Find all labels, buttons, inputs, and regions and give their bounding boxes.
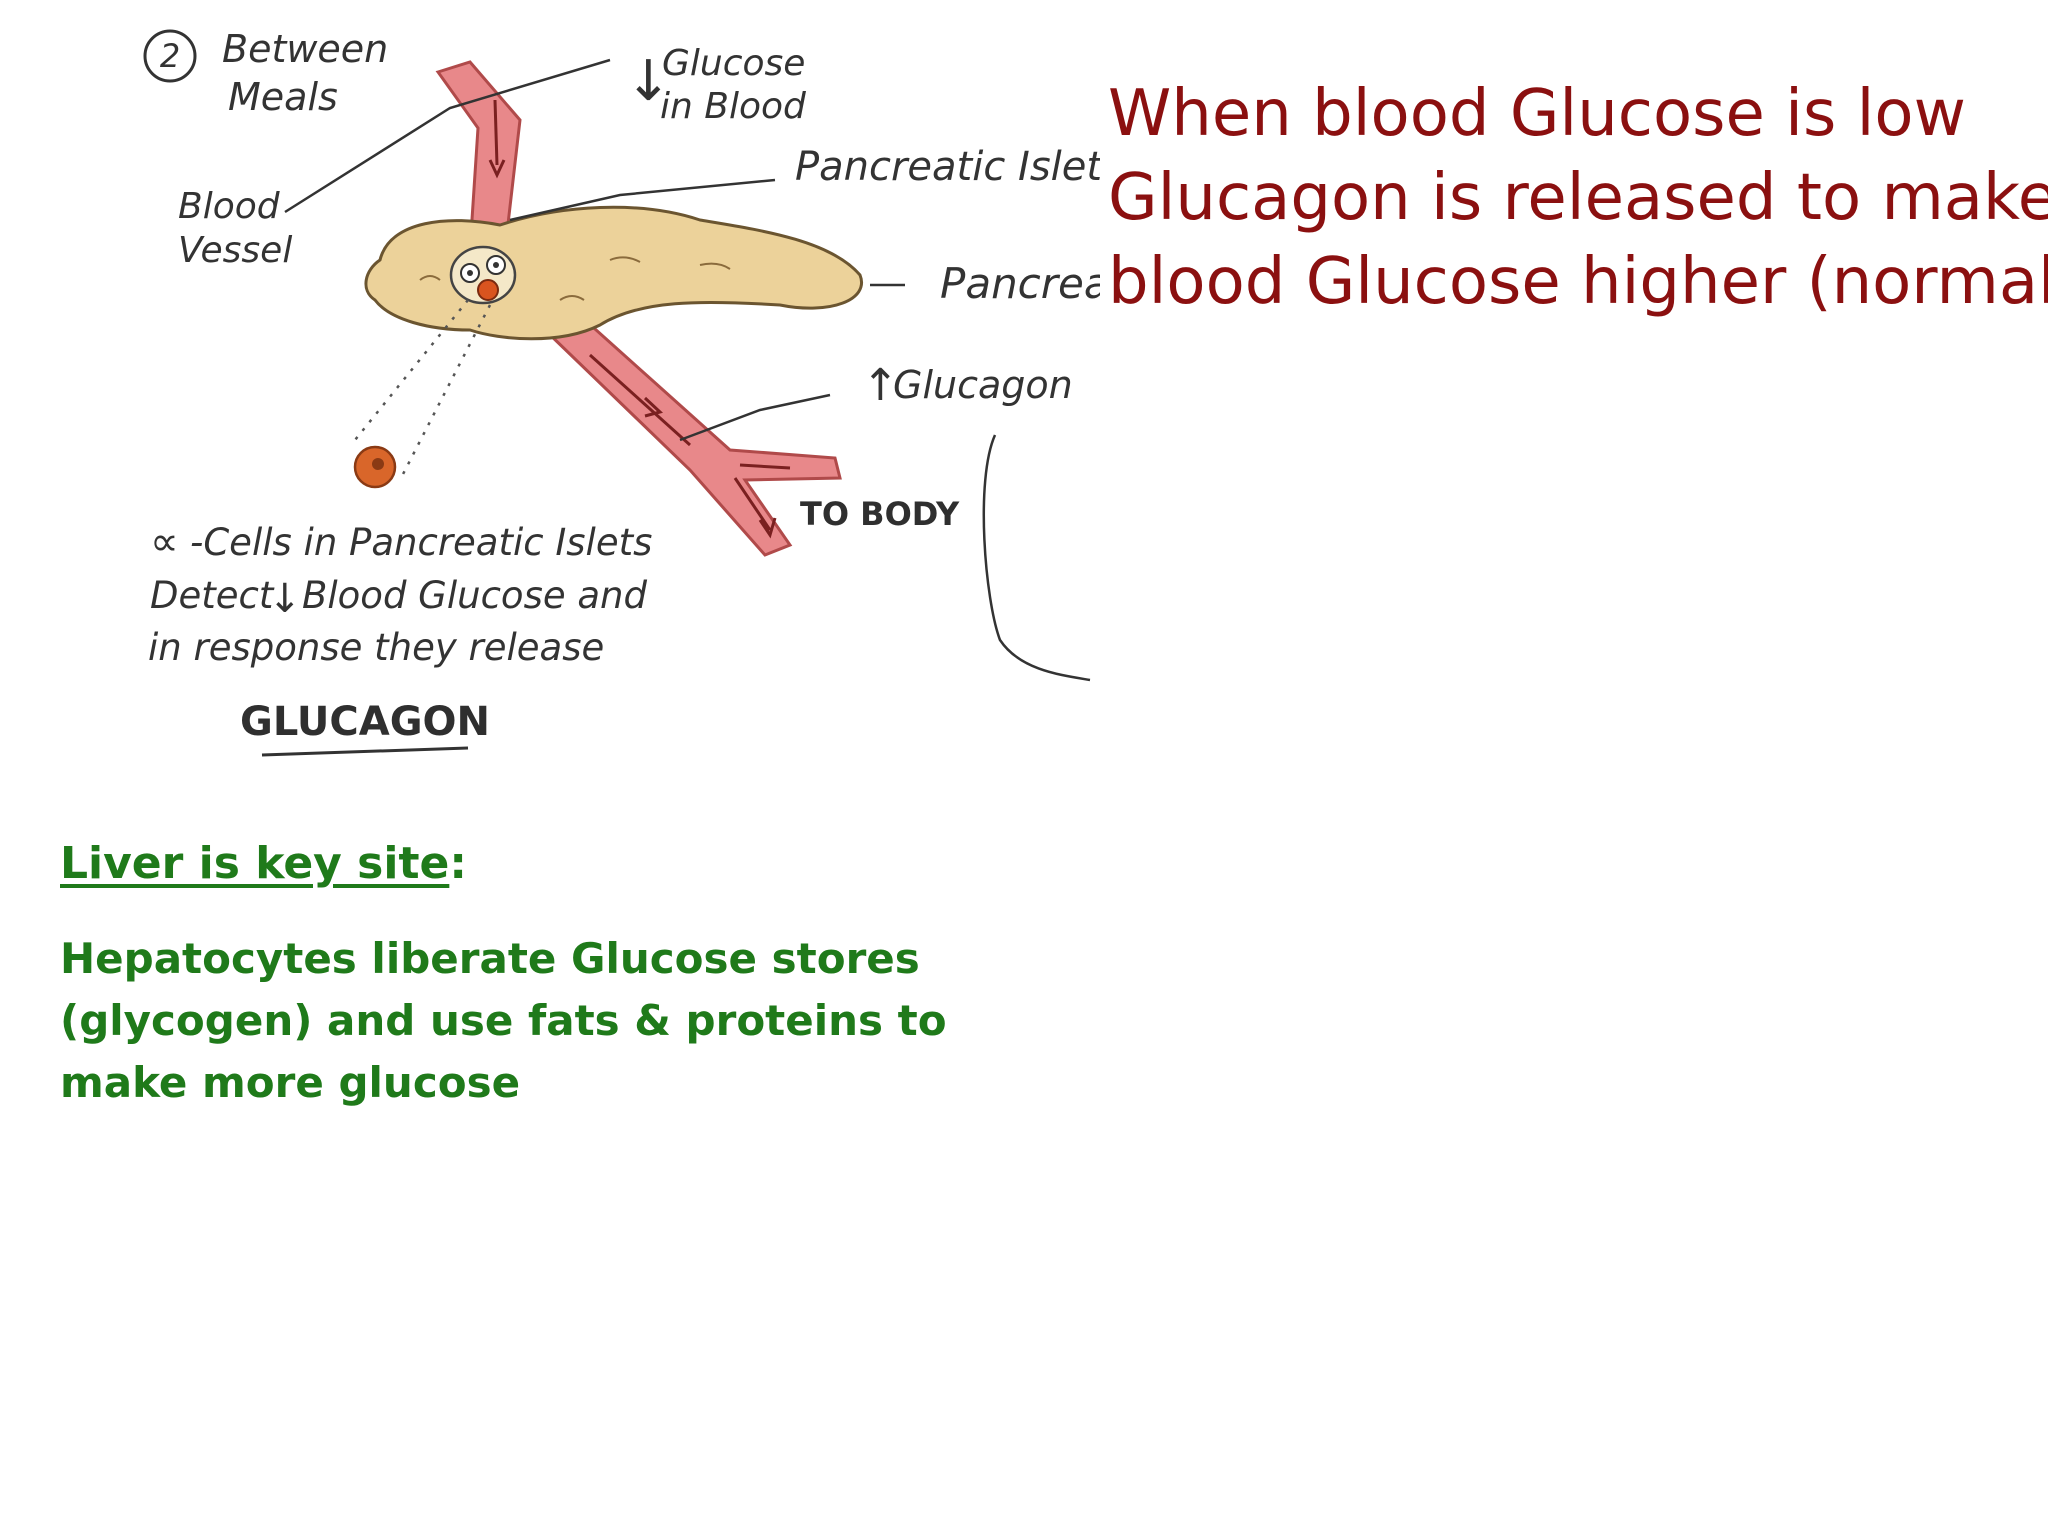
glucose-in-blood-line1: Glucose: [662, 43, 805, 84]
alpha-cells-line3: in response they release: [148, 626, 604, 669]
headline-line3: blood Glucose higher (normal): [1108, 245, 2048, 319]
liver-body-line2: (glycogen) and use fats & proteins to: [60, 996, 947, 1045]
liver-heading-colon: :: [449, 838, 467, 889]
blood-vessel-label-line2: Vessel: [178, 230, 292, 271]
alpha-cell-zoom: [353, 299, 492, 489]
step-number-circle: [143, 29, 197, 83]
pancreas-label: Pancreas: [940, 259, 1100, 308]
liver-body-line3: make more glucose: [60, 1058, 521, 1107]
headline-line2: Glucagon is released to make: [1108, 161, 2048, 235]
glucagon-caps-label: GLUCAGON: [240, 699, 490, 745]
arrow-down-icon: ↓: [625, 49, 672, 114]
blood-vessel-label-line1: Blood: [178, 186, 281, 227]
step-title-line2: Meals: [228, 75, 338, 119]
headline-text: When blood Glucose is low Glucagon is re…: [1108, 72, 2048, 324]
to-body-label: TO BODY: [800, 495, 960, 533]
leader-lines: [284, 58, 1091, 682]
glucose-in-blood-line2: in Blood: [660, 86, 807, 127]
alpha-cells-line1: -Cells in Pancreatic Islets: [190, 521, 652, 564]
pancreas-shape: [364, 205, 864, 341]
headline-line1: When blood Glucose is low: [1108, 77, 1966, 151]
glucagon-up-label: Glucagon: [893, 363, 1073, 407]
glucagon-diagram: 2 Between Meals ↓ Glucose in Blood Pancr…: [143, 27, 1100, 757]
liver-body-line1: Hepatocytes liberate Glucose stores: [60, 934, 920, 983]
liver-heading: Liver is key site:: [60, 838, 467, 889]
liver-heading-text: Liver is key site: [60, 838, 450, 889]
step-number: 2: [160, 37, 180, 75]
pancreatic-islet-label: Pancreatic Islet: [795, 144, 1100, 190]
blood-vessel: [435, 60, 842, 557]
alpha-cells-line2-b: Blood Glucose and: [302, 574, 647, 617]
alpha-glyph: ∝: [150, 519, 179, 565]
glucagon-underline: [261, 746, 469, 757]
liver-body: Hepatocytes liberate Glucose stores (gly…: [60, 928, 947, 1114]
arrow-up-icon: ↑: [862, 360, 899, 411]
alpha-cells-line2-a: Detect: [150, 574, 275, 617]
step-title-line1: Between: [222, 27, 388, 71]
arrow-down-small-icon: ↓: [268, 576, 302, 622]
